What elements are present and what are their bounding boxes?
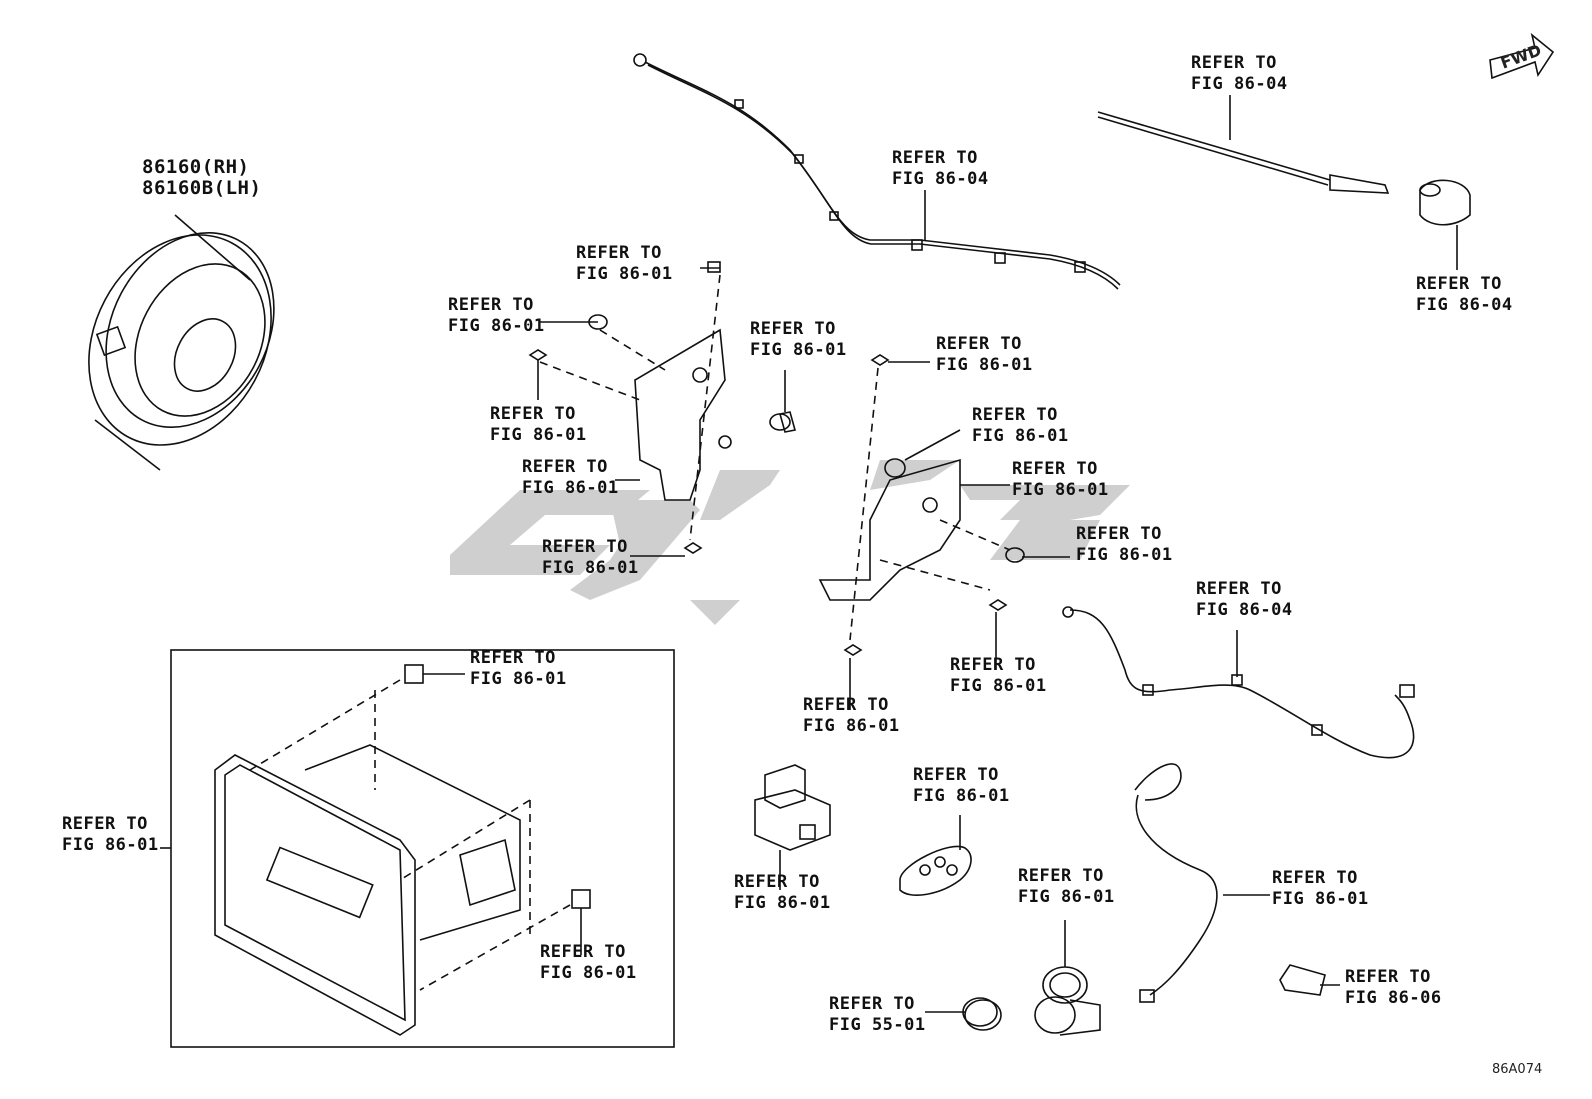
key-fob-drawing (899, 815, 972, 896)
callout-line-2: FIG 86-04 (1191, 74, 1288, 94)
callout-nut-right: REFER TO FIG 86-01 (1076, 524, 1173, 566)
callout-clip-right-top: REFER TO FIG 86-01 (936, 334, 1033, 376)
callout-line-1: REFER TO (448, 295, 534, 315)
callout-line-1: REFER TO (1012, 459, 1098, 479)
callout-cable-right: REFER TO FIG 86-04 (1196, 579, 1293, 621)
callout-line-1: REFER TO (1196, 579, 1282, 599)
callout-line-2: FIG 86-01 (490, 425, 587, 445)
callout-line-1: REFER TO (1345, 967, 1431, 987)
callout-harness: REFER TO FIG 86-01 (1272, 868, 1369, 910)
right-cable-drawing (1062, 606, 1415, 759)
callout-line-1: REFER TO (1416, 274, 1502, 294)
callout-line-1: REFER TO (470, 648, 556, 668)
callout-line-2: FIG 86-01 (972, 426, 1069, 446)
callout-pad: REFER TO FIG 86-06 (1345, 967, 1442, 1009)
callout-line-1: REFER TO (62, 814, 148, 834)
callout-line-2: FIG 86-01 (950, 676, 1047, 696)
antenna-base-drawing (1419, 179, 1471, 270)
callout-key-fob: REFER TO FIG 86-01 (913, 765, 1010, 807)
callout-relay: REFER TO FIG 86-01 (734, 872, 831, 914)
callout-line-2: FIG 86-01 (803, 716, 900, 736)
left-bracket-drawing (528, 261, 797, 557)
callout-screw-right: REFER TO FIG 86-01 (950, 655, 1047, 697)
callout-line-2: FIG 86-01 (62, 835, 159, 855)
head-unit-drawing (160, 664, 591, 1036)
callout-button: REFER TO FIG 55-01 (829, 994, 926, 1036)
callout-line-1: REFER TO (803, 695, 889, 715)
callout-top-cable: REFER TO FIG 86-04 (892, 148, 989, 190)
diagram-code: 86A074 (1492, 1062, 1543, 1077)
button-drawing (925, 997, 1002, 1031)
callout-line-2: FIG 86-01 (470, 669, 567, 689)
callout-line-2: FIG 86-01 (448, 316, 545, 336)
callout-unit-clip-bottom: REFER TO FIG 86-01 (540, 942, 637, 984)
harness-drawing (1134, 763, 1270, 1003)
callout-antenna-base: REFER TO FIG 86-04 (1416, 274, 1513, 316)
callout-line-1: REFER TO (522, 457, 608, 477)
callout-line-2: FIG 86-04 (1416, 295, 1513, 315)
speaker-part-number: 86160(RH) 86160B(LH) (142, 157, 261, 199)
top-cable-drawing (633, 53, 1121, 290)
pad-drawing (1279, 964, 1340, 996)
callout-clip-top-left: REFER TO FIG 86-01 (576, 243, 673, 285)
callout-line-2: FIG 86-06 (1345, 988, 1442, 1008)
line-art (88, 32, 1555, 1048)
callout-line-2: FIG 86-01 (542, 558, 639, 578)
callout-line-2: FIG 86-01 (1018, 887, 1115, 907)
right-bracket-drawing (818, 354, 1070, 710)
callout-line-2: FIG 86-01 (576, 264, 673, 284)
watermark-logo (450, 460, 1130, 625)
callout-line-2: FIG 86-01 (1272, 889, 1369, 909)
callout-line-1: REFER TO (576, 243, 662, 263)
callout-bracket-right: REFER TO FIG 86-01 (1012, 459, 1109, 501)
callout-sensor: REFER TO FIG 86-01 (1018, 866, 1115, 908)
callout-line-2: FIG 86-01 (1076, 545, 1173, 565)
callout-grommet-right: REFER TO FIG 86-01 (972, 405, 1069, 447)
speaker-drawing (88, 214, 275, 471)
callout-line-1: REFER TO (542, 537, 628, 557)
head-unit-frame (170, 649, 675, 1048)
callout-line-2: FIG 86-04 (1196, 600, 1293, 620)
callout-line-1: REFER TO (1272, 868, 1358, 888)
callout-line-1: REFER TO (972, 405, 1058, 425)
antenna-rod-drawing (1097, 95, 1390, 194)
fwd-arrow-outline (1489, 32, 1555, 80)
callout-screw-left: REFER TO FIG 86-01 (490, 404, 587, 446)
callout-line-1: REFER TO (1191, 53, 1277, 73)
callout-antenna-rod: REFER TO FIG 86-04 (1191, 53, 1288, 95)
callout-line-2: FIG 55-01 (829, 1015, 926, 1035)
callout-line-1: REFER TO (540, 942, 626, 962)
callout-line-1: REFER TO (913, 765, 999, 785)
callout-bolt-right-bottom: REFER TO FIG 86-01 (803, 695, 900, 737)
sensor-drawing (1034, 920, 1101, 1036)
callout-line-1: REFER TO (750, 319, 836, 339)
callout-line-2: FIG 86-04 (892, 169, 989, 189)
callout-line-1: REFER TO (734, 872, 820, 892)
callout-line-2: FIG 86-01 (540, 963, 637, 983)
callout-line-2: FIG 86-01 (1012, 480, 1109, 500)
callout-line-1: REFER TO (950, 655, 1036, 675)
callout-line-2: FIG 86-01 (522, 478, 619, 498)
speaker-part-rh: 86160(RH) (142, 156, 250, 178)
callout-line-1: REFER TO (892, 148, 978, 168)
callout-line-2: FIG 86-01 (936, 355, 1033, 375)
callout-line-2: FIG 86-01 (750, 340, 847, 360)
callout-head-unit: REFER TO FIG 86-01 (62, 814, 159, 856)
callout-line-1: REFER TO (490, 404, 576, 424)
relay-drawing (754, 764, 831, 890)
callout-line-1: REFER TO (1018, 866, 1104, 886)
callout-line-2: FIG 86-01 (913, 786, 1010, 806)
callout-line-1: REFER TO (936, 334, 1022, 354)
callout-bolt-left-bottom: REFER TO FIG 86-01 (542, 537, 639, 579)
callout-line-2: FIG 86-01 (734, 893, 831, 913)
callout-line-1: REFER TO (1076, 524, 1162, 544)
callout-nut-left: REFER TO FIG 86-01 (448, 295, 545, 337)
callout-unit-clip-top: REFER TO FIG 86-01 (470, 648, 567, 690)
callout-line-1: REFER TO (829, 994, 915, 1014)
callout-grommet-mid: REFER TO FIG 86-01 (750, 319, 847, 361)
speaker-part-lh: 86160B(LH) (142, 177, 262, 199)
callout-bracket-left: REFER TO FIG 86-01 (522, 457, 619, 499)
